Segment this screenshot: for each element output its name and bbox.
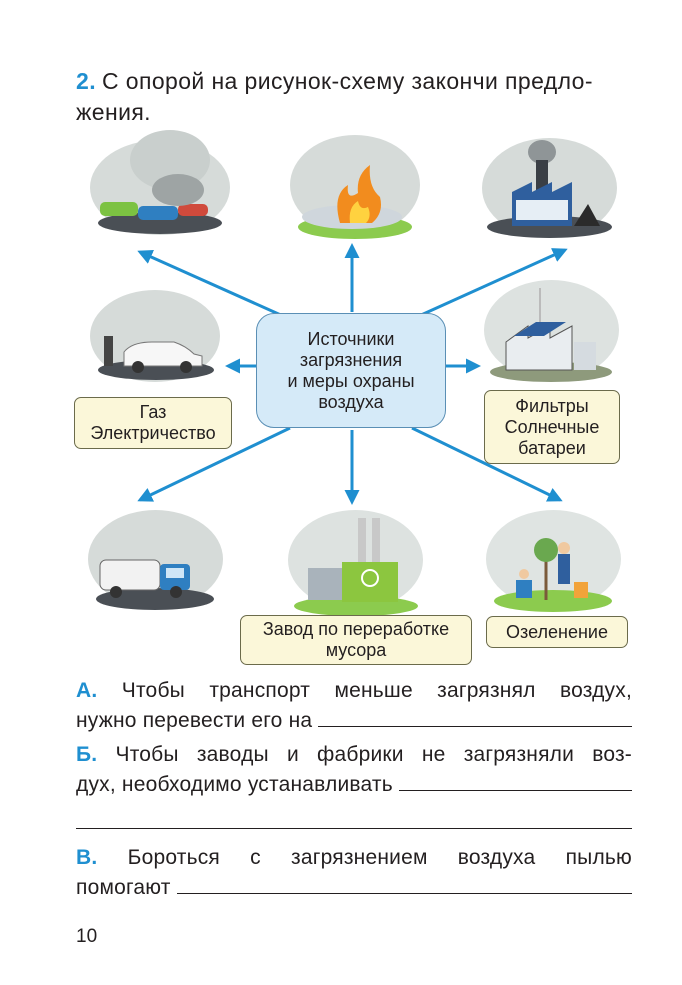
sentence-a-letter: А.: [76, 679, 98, 702]
sentence-v-line1: Бороться с загрязнением воздуха пылью: [127, 846, 632, 869]
tree-planting-illustration: [486, 510, 621, 615]
diagram-center-box: Источники загрязнения и меры охраны возд…: [256, 313, 446, 428]
street-cleaner-truck-illustration: [88, 510, 223, 615]
task-heading: 2.С опорой на рисунок-схему закончи пред…: [76, 66, 636, 128]
traffic-pollution-illustration: [90, 130, 230, 240]
page-number: 10: [76, 926, 98, 947]
answer-line-b[interactable]: [398, 772, 632, 791]
sentence-a: А. Чтобы транспорт меньше загрязнял возд…: [76, 676, 632, 736]
label-greening: Озеленение: [486, 616, 628, 648]
solar-factory-illustration: [484, 280, 619, 385]
label-gas-electricity: Газ Электричество: [74, 397, 232, 449]
sentence-b-letter: Б.: [76, 743, 98, 766]
electric-car-illustration: [90, 290, 220, 390]
sentence-a-line2: нужно перевести его на: [76, 709, 313, 732]
label-recycling-plant: Завод по переработке мусора: [240, 615, 472, 665]
factory-smoke-illustration: [482, 130, 617, 245]
arrow-to-cars: [137, 250, 293, 322]
sentence-v: В. Бороться с загрязнением воздуха пылью…: [76, 843, 632, 903]
sentence-v-letter: В.: [76, 846, 98, 869]
recycling-plant-illustration: [288, 510, 423, 618]
answer-line-b-extra[interactable]: [76, 828, 632, 829]
answer-line-a[interactable]: [318, 708, 632, 727]
sentence-b-line1: Чтобы заводы и фабрики не загрязняли воз…: [115, 743, 632, 766]
sentence-b: Б. Чтобы заводы и фабрики не загрязняли …: [76, 740, 632, 800]
arrow-to-factory: [409, 248, 568, 322]
label-filters-solar: Фильтры Солнечные батареи: [484, 390, 620, 464]
sentence-b-line2: дух, необходимо устанавливать: [76, 773, 393, 796]
burning-waste-illustration: [290, 135, 420, 243]
task-number: 2.: [76, 68, 96, 94]
arrow-to-truck: [137, 426, 291, 502]
sentence-a-line1: Чтобы транспорт меньше загрязнял воздух,: [121, 679, 632, 702]
sentence-v-line2: помогают: [76, 876, 171, 899]
task-text: С опорой на рисунок-схему закончи предло…: [76, 68, 593, 125]
answer-line-v[interactable]: [176, 875, 632, 894]
arrow-to-trees: [411, 426, 563, 502]
